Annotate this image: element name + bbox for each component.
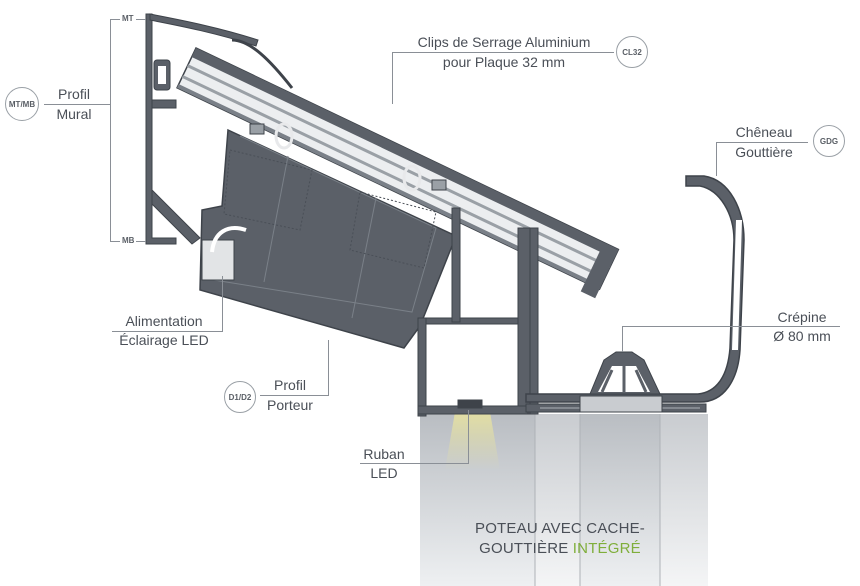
poteau-caption-line1: POTEAU AVEC CACHE- xyxy=(474,520,646,537)
ruban-leader xyxy=(360,463,468,464)
mb-label: MB xyxy=(122,236,135,245)
alim-label-line1: Alimentation xyxy=(125,313,203,329)
mt-leader xyxy=(136,19,146,20)
rafter-profile xyxy=(199,122,457,349)
porteur-label-line2: Porteur xyxy=(267,397,313,413)
cheneau-code-badge: GDG xyxy=(813,125,845,157)
mural-leader xyxy=(44,104,110,105)
crepine-label-line1: Crépine xyxy=(777,309,827,325)
led-light-cone xyxy=(445,412,500,470)
mb-bracket-bottom xyxy=(110,241,120,242)
clips-leader-drop xyxy=(392,52,393,104)
mb-leader xyxy=(136,241,146,242)
mural-label-line1: Profil xyxy=(58,86,90,102)
alim-leader-rise xyxy=(222,276,223,332)
cheneau-leader xyxy=(716,142,808,143)
porteur-code-badge: D1/D2 xyxy=(224,381,256,413)
crepine-leader-drop xyxy=(622,326,623,352)
post xyxy=(420,412,708,586)
alim-leader xyxy=(112,331,222,332)
poteau-caption-line2-b: INTÉGRÉ xyxy=(572,540,641,557)
clips-label-line2: pour Plaque 32 mm xyxy=(442,54,566,70)
poteau-caption: POTEAU AVEC CACHE- GOUTTIÈRE INTÉGRÉ xyxy=(460,519,660,559)
strainer xyxy=(579,351,663,413)
cheneau-leader-drop xyxy=(716,142,717,176)
porteur-label-line1: Profil xyxy=(274,377,306,393)
porteur-leader xyxy=(260,395,328,396)
poteau-caption-line2-a: GOUTTIÈRE xyxy=(479,540,573,557)
porteur-leader-rise xyxy=(328,340,329,396)
cheneau-label-line1: Chêneau xyxy=(735,124,793,140)
clip-ring-right xyxy=(402,164,422,192)
ruban-leader-rise xyxy=(468,410,469,464)
wall-profile xyxy=(145,13,259,245)
mt-label: MT xyxy=(122,14,134,23)
clips-label-line1: Clips de Serrage Aluminium xyxy=(417,34,591,50)
mt-bracket-top xyxy=(110,19,120,20)
clips-code-badge: CL32 xyxy=(616,36,648,68)
poteau-caption-line2: GOUTTIÈRE INTÉGRÉ xyxy=(460,539,660,559)
clip-ring-left xyxy=(274,122,294,150)
cheneau-label-line2: Gouttière xyxy=(735,144,793,160)
crepine-leader xyxy=(622,326,840,327)
mural-code-badge: MT/MB xyxy=(5,87,39,121)
clips-leader xyxy=(392,52,614,53)
ruban-label-line1: Ruban xyxy=(363,446,405,462)
mt-mb-bracket xyxy=(110,19,111,241)
alim-label-line2: Éclairage LED xyxy=(119,332,209,348)
ruban-label-line2: LED xyxy=(370,465,398,481)
clip-wire xyxy=(231,38,294,89)
frame-profile xyxy=(417,207,539,417)
mural-label-line2: Mural xyxy=(56,106,92,122)
crepine-label-line2: Ø 80 mm xyxy=(773,328,831,344)
